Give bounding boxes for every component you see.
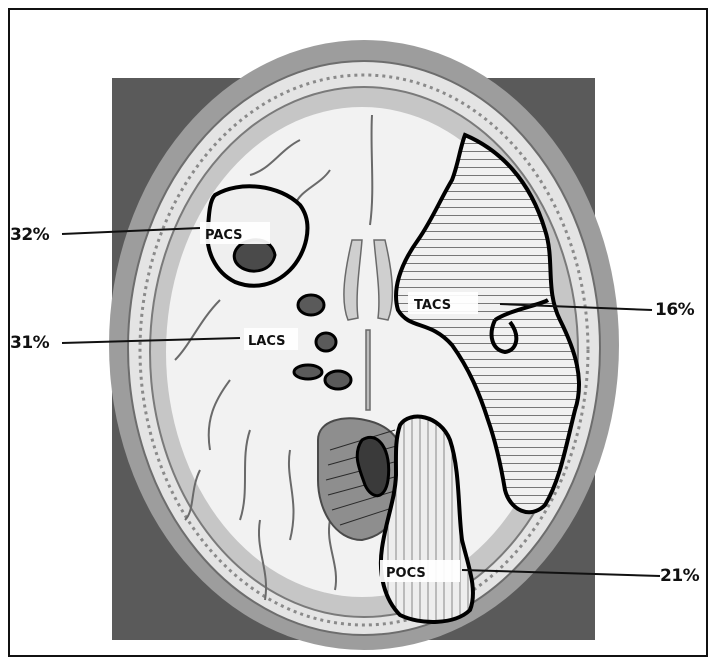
percent-label-pacs: 32% — [10, 225, 49, 245]
region-label-tacs: TACS — [414, 298, 451, 313]
percent-label-tacs: 16% — [655, 300, 694, 320]
pacs-inner-lesion — [234, 240, 275, 271]
percent-label-pocs: 21% — [660, 566, 699, 586]
region-label-lacs: LACS — [248, 334, 286, 349]
percent-label-lacs: 31% — [10, 333, 49, 353]
region-label-pacs: PACS — [205, 228, 243, 243]
region-label-pocs: POCS — [386, 566, 426, 581]
